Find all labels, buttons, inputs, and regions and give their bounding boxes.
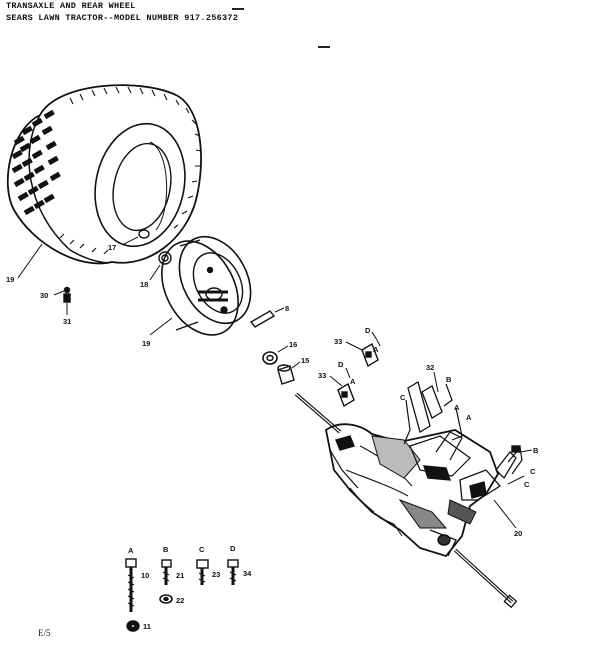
callout-15: 15 bbox=[301, 356, 309, 365]
callout-33-lower: 33 bbox=[318, 371, 326, 380]
callout-32: 32 bbox=[426, 363, 434, 372]
legend-number-22: 22 bbox=[176, 596, 184, 605]
legend-letter-b: B bbox=[163, 545, 169, 554]
decorative-dash bbox=[232, 8, 244, 10]
hardware-bolt-d bbox=[227, 559, 239, 585]
letter-a: A bbox=[454, 403, 460, 412]
hardware-bolt-b bbox=[161, 559, 172, 585]
letter-b: B bbox=[446, 375, 452, 384]
legend-letter-a: A bbox=[128, 546, 134, 555]
wheel-rim bbox=[149, 235, 252, 336]
letter-b: B bbox=[533, 446, 539, 455]
mounting-clip bbox=[329, 367, 355, 408]
letter-d: D bbox=[365, 326, 371, 335]
letter-c: C bbox=[400, 393, 406, 402]
wheel-bolt bbox=[53, 286, 71, 315]
letter-c: C bbox=[524, 480, 530, 489]
legend-letter-d: D bbox=[230, 544, 236, 553]
callout-16: 16 bbox=[289, 340, 297, 349]
diagram-subtitle: SEARS LAWN TRACTOR--MODEL NUMBER 917.256… bbox=[6, 13, 239, 23]
hardware-bolt-c bbox=[196, 559, 209, 585]
letter-c: C bbox=[530, 467, 536, 476]
hardware-bolt-a bbox=[125, 558, 137, 612]
decorative-dash bbox=[318, 46, 330, 48]
callout-33-upper: 33 bbox=[334, 337, 342, 346]
shift-bracket bbox=[403, 371, 463, 445]
callout-30: 30 bbox=[40, 291, 48, 300]
diagram-title: TRANSAXLE AND REAR WHEEL bbox=[6, 1, 136, 11]
axle-spacer bbox=[277, 361, 301, 385]
letter-a: A bbox=[466, 413, 472, 422]
legend-number-23: 23 bbox=[212, 570, 220, 579]
legend-number-11: 11 bbox=[143, 622, 151, 631]
tire-sidewall-ribs bbox=[59, 86, 202, 255]
axle-washer bbox=[262, 345, 289, 365]
callout-18: 18 bbox=[140, 280, 148, 289]
legend-number-10: 10 bbox=[141, 571, 149, 580]
callout-17: 17 bbox=[108, 243, 116, 252]
callout-31: 31 bbox=[63, 317, 71, 326]
page-reference: E/5 bbox=[38, 628, 51, 638]
callout-tire-19: 19 bbox=[6, 275, 14, 284]
axle-key bbox=[249, 307, 285, 328]
callout-rim-19: 19 bbox=[142, 339, 150, 348]
legend-number-21: 21 bbox=[176, 571, 184, 580]
letter-a: A bbox=[373, 345, 379, 354]
legend-number-34: 34 bbox=[243, 569, 252, 578]
transaxle-assembly bbox=[294, 392, 518, 609]
hardware-washer bbox=[159, 594, 173, 604]
rear-tire bbox=[6, 84, 202, 265]
rear-bracket bbox=[493, 445, 533, 529]
retainer-ring bbox=[149, 251, 172, 281]
callout-8: 8 bbox=[285, 304, 289, 313]
valve-stem bbox=[123, 229, 150, 245]
legend-letter-c: C bbox=[199, 545, 205, 554]
callout-20: 20 bbox=[514, 529, 522, 538]
letter-d: D bbox=[338, 360, 344, 369]
hardware-nut bbox=[126, 620, 140, 632]
tire-tread bbox=[11, 109, 61, 216]
letter-a: A bbox=[350, 377, 356, 386]
mounting-clip bbox=[345, 331, 381, 368]
